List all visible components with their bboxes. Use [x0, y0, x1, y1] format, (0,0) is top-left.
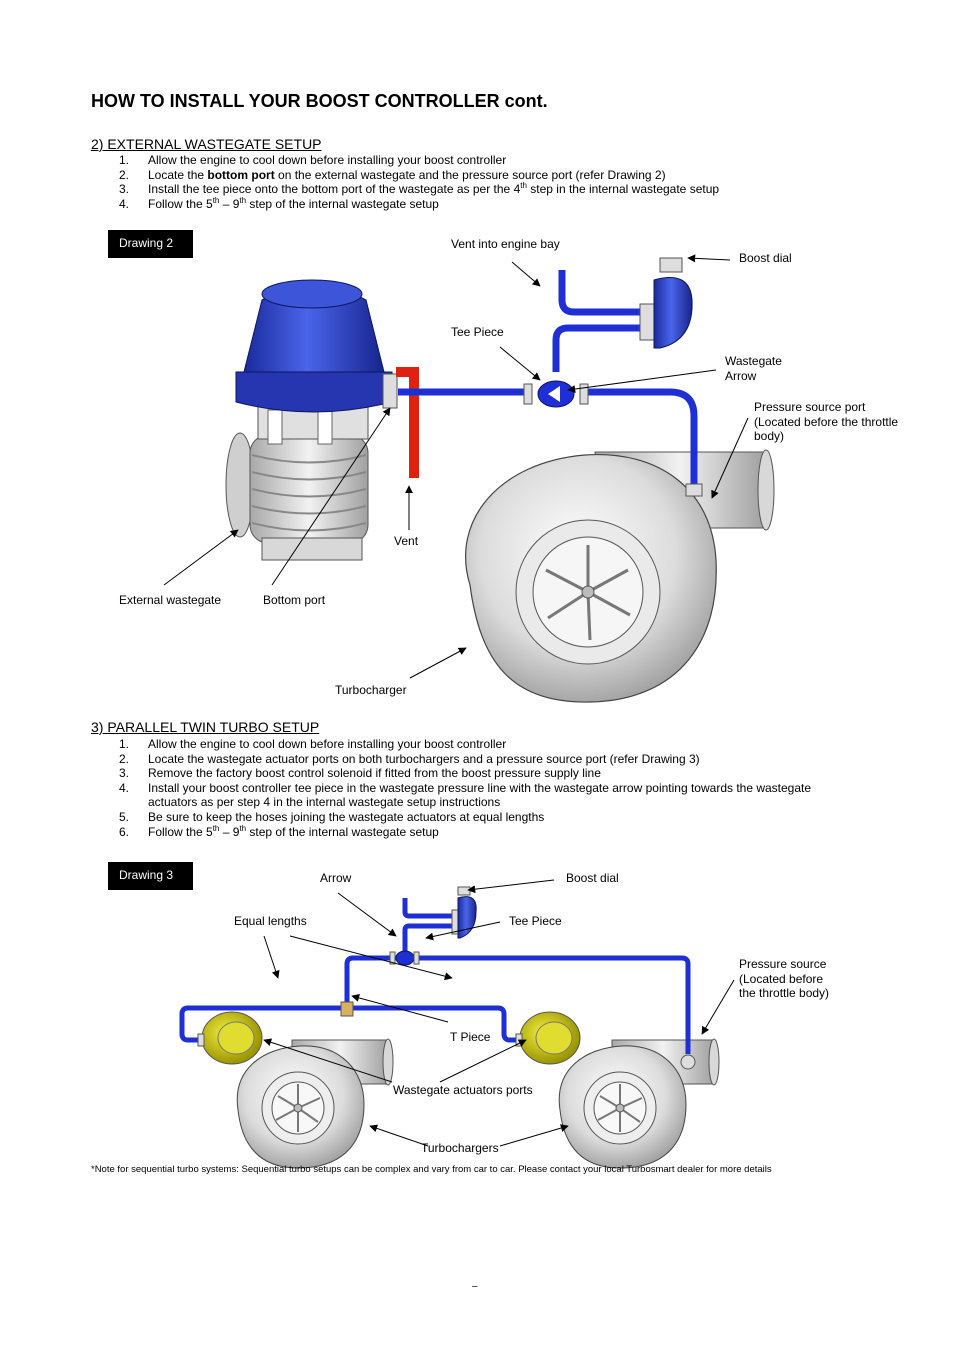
turbocharger-left	[236, 1038, 394, 1169]
turbocharger-housing	[465, 453, 717, 703]
list-item: 5.Be sure to keep the hoses joining the …	[119, 809, 545, 824]
label-boost-dial-3: Boost dial	[566, 871, 619, 885]
drawing-3-tag: Drawing 3	[108, 862, 193, 890]
label-boost-dial: Boost dial	[739, 251, 792, 265]
label-t-piece: T Piece	[450, 1030, 491, 1044]
boost-dial-drawing-2	[639, 257, 693, 349]
label-vent: Vent	[394, 534, 419, 548]
wastegate-actuator-left	[201, 1011, 263, 1065]
drawing-2-leaders	[163, 254, 749, 679]
list-item: 4.Install your boost controller tee piec…	[119, 780, 812, 810]
section-2-heading: 2) EXTERNAL WASTEGATE SETUP	[91, 136, 322, 152]
section-3-heading: 3) PARALLEL TWIN TURBO SETUP	[91, 719, 320, 735]
page-number: –	[472, 1281, 478, 1292]
label-bottom-port: Bottom port	[263, 593, 326, 607]
section-3-steps: 1.Allow the engine to cool down before i…	[91, 737, 811, 839]
list-item: 1.Allow the engine to cool down before i…	[119, 153, 507, 167]
label-turbochargers: Turbochargers	[421, 1141, 499, 1155]
label-vent-engine-bay: Vent into engine bay	[451, 237, 560, 251]
list-item: 3.Remove the factory boost control solen…	[119, 766, 601, 781]
label-arrow: Arrow	[320, 871, 352, 885]
list-item: 2.Locate the wastegate actuator ports on…	[119, 751, 700, 766]
drawing-3-leaders	[263, 879, 735, 1147]
drawing-2-hoses	[398, 270, 698, 484]
label-external-wastegate: External wastegate	[119, 593, 222, 607]
list-item: 1.Allow the engine to cool down before i…	[119, 737, 507, 751]
drawing-2-tag: Drawing 2	[108, 230, 193, 258]
vent-hose	[396, 367, 419, 478]
list-item: 4.Follow the 5th – 9th step of the inter…	[119, 195, 439, 211]
tee-piece	[523, 380, 589, 408]
label-tee-piece: Tee Piece	[451, 325, 504, 339]
label-tee-piece-3: Tee Piece	[509, 914, 562, 928]
label-turbocharger: Turbocharger	[335, 683, 407, 697]
list-item: 2.Locate the bottom port on the external…	[119, 167, 666, 182]
boost-dial-drawing-3	[451, 886, 477, 939]
label-pressure-source-port: Pressure source port(Located before the …	[754, 400, 899, 444]
external-wastegate	[225, 279, 398, 561]
label-actuator-ports: Wastegate actuators ports	[393, 1083, 533, 1097]
list-item: 3.Install the tee piece onto the bottom …	[119, 181, 720, 197]
list-item: 6.Follow the 5th – 9th step of the inter…	[119, 823, 439, 839]
pressure-source-fitting	[685, 483, 703, 497]
wastegate-actuator-right	[519, 1011, 581, 1065]
sequential-turbo-note: *Note for sequential turbo systems: Sequ…	[91, 1164, 772, 1175]
page-title: HOW TO INSTALL YOUR BOOST CONTROLLER con…	[91, 91, 548, 111]
section-2-steps: 1.Allow the engine to cool down before i…	[91, 153, 719, 211]
label-equal-lengths: Equal lengths	[234, 914, 307, 928]
turbocharger-right	[558, 1038, 720, 1169]
